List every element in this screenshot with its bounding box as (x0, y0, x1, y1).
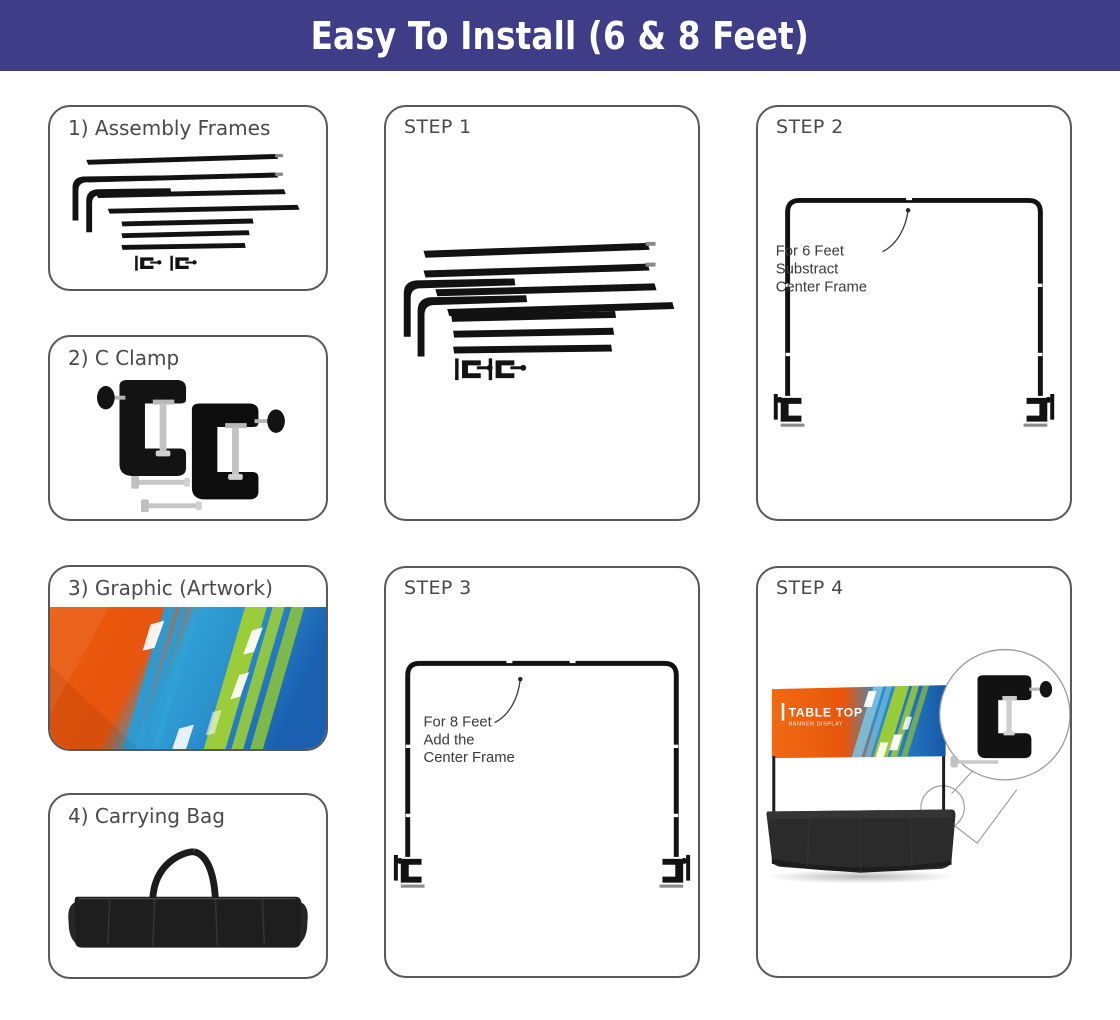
step-3-illustration: For 8 Feet Add the Center Frame (393, 659, 691, 888)
step-3-annotation-line-2: Add the (424, 732, 475, 748)
step-3-clamp-right (659, 854, 691, 888)
c-clamp-illustration (97, 380, 285, 513)
panel-step-3: STEP 3 For 8 Feet Add the Center Frame (384, 566, 700, 978)
panel-label-assembly-frames: 1) Assembly Frames (68, 116, 271, 140)
panel-step-2: STEP 2 For 6 Feet Substract Center Frame (756, 105, 1072, 521)
display-frame-legs (772, 756, 946, 816)
panel-assembly-frames: 1) Assembly Frames (48, 105, 328, 291)
panel-label-step-1: STEP 1 (404, 116, 472, 138)
step-1-illustration (403, 241, 675, 381)
panel-graphic-artwork: 3) Graphic (Artwork) (48, 565, 328, 751)
step-3-annotation-line-1: For 8 Feet (424, 715, 492, 731)
panel-label-step-3: STEP 3 (404, 577, 472, 599)
graphic-artwork-image (50, 607, 326, 749)
step-4-illustration: TABLE TOP BANNER DISPLAY (765, 648, 1070, 884)
panel-label-c-clamp: 2) C Clamp (68, 346, 180, 370)
step-3-annotation-line-3: Center Frame (424, 750, 515, 766)
carrying-bag-illustration (68, 848, 308, 948)
step-3-clamp-left (393, 854, 425, 888)
clamp-magnifier (939, 648, 1070, 781)
panel-label-step-2: STEP 2 (776, 116, 844, 138)
step-2-annotation-line-3: Center Frame (776, 279, 867, 295)
step-2-annotation-line-1: For 6 Feet (776, 244, 844, 260)
step-2-clamp-left (773, 393, 805, 427)
table-shadow (765, 869, 956, 884)
panel-carrying-bag: 4) Carrying Bag (48, 793, 328, 979)
step-2-clamp-right (1023, 393, 1055, 427)
panel-step-1: STEP 1 (384, 105, 700, 521)
artwork-fabric-swatch (50, 607, 326, 749)
banner-title: TABLE TOP (789, 706, 863, 720)
banner-subtitle: BANNER DISPLAY (789, 722, 843, 728)
table-cover (766, 809, 956, 873)
banner-text-rule (781, 702, 785, 721)
banner-graphic: TABLE TOP BANNER DISPLAY (771, 685, 946, 759)
step-2-illustration: For 6 Feet Substract Center Frame (773, 196, 1055, 427)
panel-label-graphic-artwork: 3) Graphic (Artwork) (68, 576, 273, 600)
step-2-annotation-line-2: Substract (776, 262, 839, 278)
assembly-frames-illustration (72, 153, 300, 271)
panel-step-4: STEP 4 (756, 566, 1072, 978)
page-title: Easy To Install (6 & 8 Feet) (310, 13, 810, 58)
panel-label-step-4: STEP 4 (776, 577, 844, 599)
page-header: Easy To Install (6 & 8 Feet) (0, 0, 1120, 71)
panel-label-carrying-bag: 4) Carrying Bag (68, 804, 225, 828)
panel-c-clamp: 2) C Clamp (48, 335, 328, 521)
